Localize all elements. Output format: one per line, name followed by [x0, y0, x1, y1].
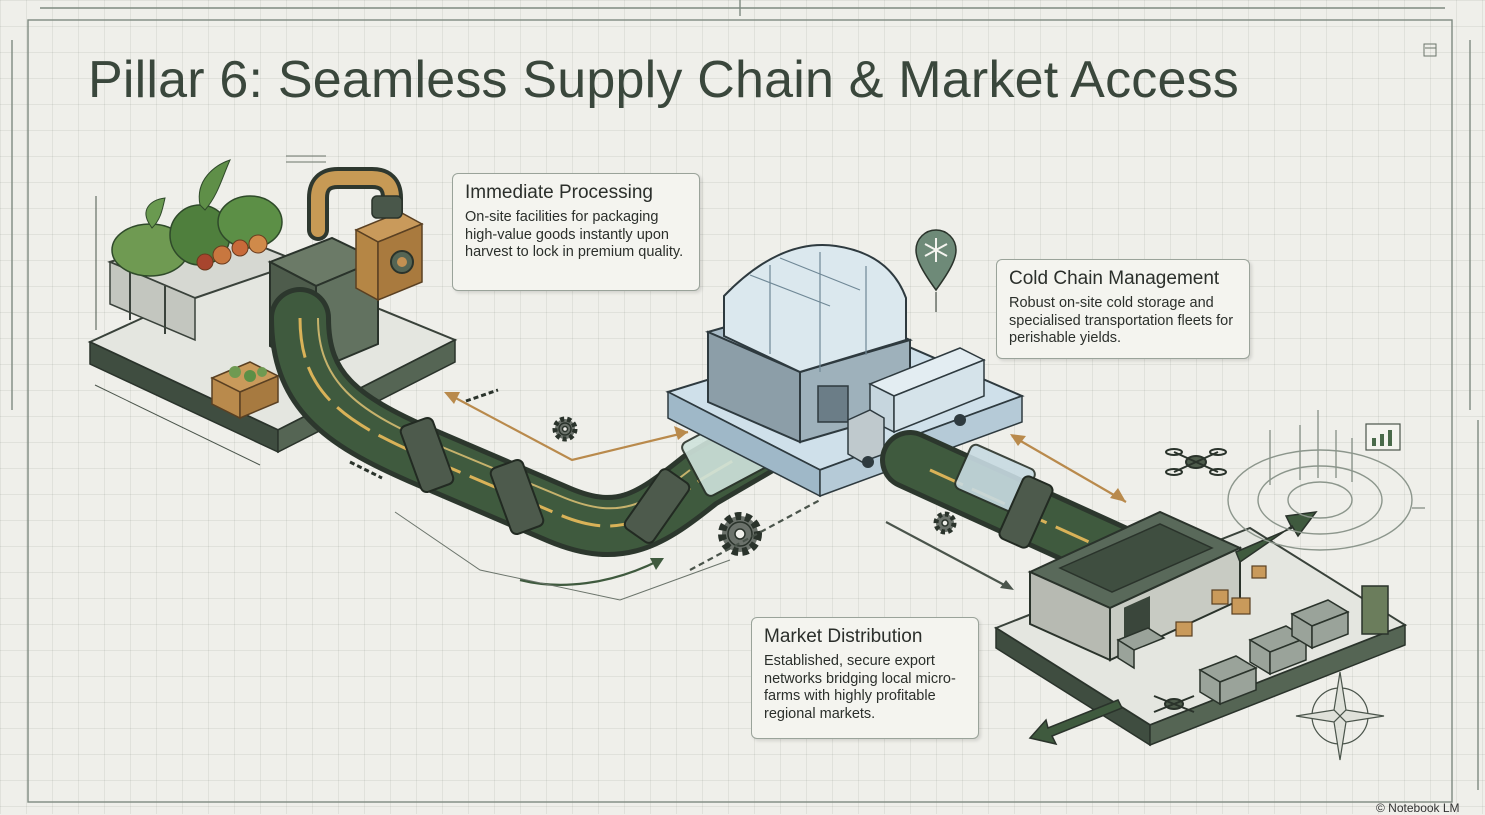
- flow-arrows: [349, 388, 1127, 590]
- callout-cold-chain-management: Cold Chain Management Robust on-site col…: [996, 259, 1250, 359]
- mini-chart-icon: [1365, 423, 1401, 451]
- compass-rose-icon: [1295, 671, 1385, 761]
- cold-storage-facility: [665, 229, 1025, 498]
- vegetables-icon: [111, 159, 283, 277]
- produce-crate-icon: [210, 361, 280, 420]
- callout-body: Established, secure export networks brid…: [764, 653, 956, 722]
- callout-body: On-site facilities for packaging high-va…: [465, 209, 684, 260]
- market-platform: [993, 510, 1408, 747]
- drone-icon-2: [1153, 695, 1195, 713]
- callout-heading: Cold Chain Management: [1009, 268, 1220, 289]
- gear-icon-tiny: [933, 511, 957, 535]
- callout-heading: Immediate Processing: [465, 182, 653, 203]
- delivery-truck-icon: [1116, 599, 1350, 706]
- page-title: Pillar 6: Seamless Supply Chain & Market…: [88, 51, 1239, 109]
- copyright-label: © Notebook LM: [1376, 801, 1460, 815]
- network-radar-diagram: [1227, 410, 1425, 551]
- gear-icon-small: [552, 416, 578, 442]
- callout-market-distribution: Market Distribution Established, secure …: [751, 617, 979, 739]
- snowflake-pin-icon: [915, 229, 957, 312]
- blueprint-annotations: [286, 43, 1437, 601]
- gear-icon: [718, 512, 762, 556]
- callout-immediate-processing: Immediate Processing On-site facilities …: [452, 173, 700, 291]
- drone-icon: [1165, 448, 1227, 476]
- callout-body: Robust on-site cold storage and speciali…: [1009, 295, 1234, 346]
- blueprint-frame: [11, 0, 1479, 803]
- truck-icon: [847, 347, 986, 468]
- callout-heading: Market Distribution: [764, 626, 923, 647]
